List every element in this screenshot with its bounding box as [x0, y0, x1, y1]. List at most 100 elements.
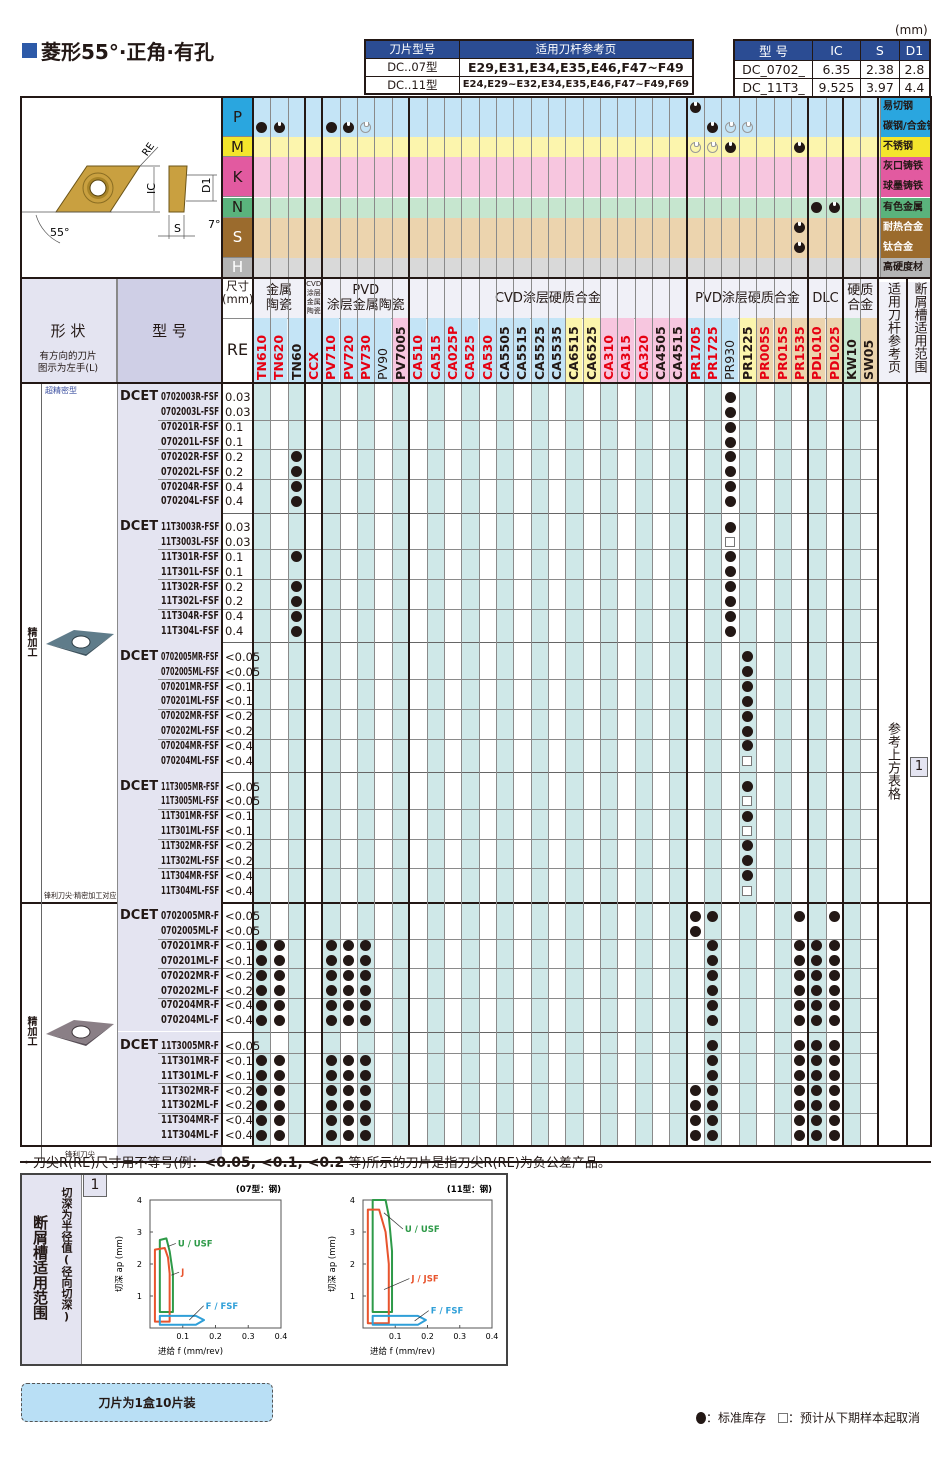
model-code[interactable]: 070204MR-F [161, 998, 220, 1012]
grade-pdl010[interactable]: PDL010 [808, 318, 826, 383]
model-code[interactable]: 11T304MR-FSF [161, 868, 219, 882]
grade-pr1725[interactable]: PR1725 [704, 318, 722, 383]
grade-ca6515[interactable]: CA6515 [565, 318, 583, 383]
model-code[interactable]: 11T301MR-FSF [161, 809, 219, 823]
grade-kw10[interactable]: KW10 [842, 318, 861, 383]
grade-pr930[interactable]: PR930 [721, 318, 739, 383]
model-code[interactable]: 11T301R-FSF [161, 549, 219, 563]
grade-pv90[interactable]: PV90 [374, 318, 392, 383]
model-code[interactable]: 11T304MR-F [161, 1113, 220, 1127]
model-code[interactable]: 11T3003R-FSF [161, 520, 220, 534]
grade-ca4515[interactable]: CA4515 [669, 318, 687, 383]
standard-stock-dot-icon [741, 740, 753, 752]
model-code[interactable]: 070204L-FSF [161, 494, 220, 508]
grade-pv720[interactable]: PV720 [339, 318, 358, 383]
grade-ca5525[interactable]: CA5525 [530, 318, 548, 383]
model-code[interactable]: 070202ML-FSF [161, 724, 220, 738]
grade-tn60[interactable]: TN60 [287, 318, 306, 383]
model-code[interactable]: 070202MR-F [161, 968, 220, 982]
grade-ca315[interactable]: CA315 [617, 318, 635, 383]
grade-ca5505[interactable]: CA5505 [495, 318, 514, 383]
grade-tn620[interactable]: TN620 [270, 318, 288, 383]
model-code[interactable]: 11T3005MR-F [161, 1038, 219, 1052]
grade-ca510[interactable]: CA510 [409, 318, 427, 383]
model-code[interactable]: 070204ML-F [161, 1013, 219, 1027]
model-code[interactable]: 11T302MR-F [161, 1083, 220, 1097]
standard-stock-dot-icon [342, 1129, 354, 1141]
model-code[interactable]: 11T301MR-F [161, 1053, 220, 1067]
model-code[interactable]: 11T304ML-F [161, 1128, 219, 1142]
grade-sw05[interactable]: SW05 [860, 318, 878, 383]
model-code[interactable]: 11T3005MR-FSF [161, 779, 220, 793]
model-code[interactable]: 11T301ML-F [161, 1068, 219, 1082]
model-code[interactable]: 070201MR-F [161, 938, 220, 952]
model-code[interactable]: 11T302MR-FSF [161, 838, 219, 852]
standard-stock-dot-icon [273, 1070, 285, 1082]
re-value: <0.05 [225, 664, 261, 679]
model-code[interactable]: 070201ML-FSF [161, 694, 220, 708]
model-code[interactable]: 070204MR-FSF [161, 738, 219, 752]
re-value: <0.05 [225, 1038, 261, 1053]
grade-ca530[interactable]: CA530 [478, 318, 496, 383]
model-code[interactable]: 070202L-FSF [161, 464, 220, 478]
grade-pv730[interactable]: PV730 [357, 318, 375, 383]
model-code[interactable]: 070204R-FSF [161, 479, 219, 493]
model-code[interactable]: 11T302ML-F [161, 1098, 219, 1112]
model-code[interactable]: 11T301L-FSF [161, 564, 220, 578]
grade-ca310[interactable]: CA310 [600, 318, 618, 383]
model-code[interactable]: 070202MR-FSF [161, 709, 219, 723]
grade-tn610[interactable]: TN610 [253, 318, 271, 383]
model-code[interactable]: 070204ML-FSF [161, 753, 220, 767]
grade-ca6525[interactable]: CA6525 [582, 318, 600, 383]
grade-pv710[interactable]: PV710 [322, 318, 340, 383]
column-divider [860, 97, 862, 1146]
title-text: 菱形55°·正角·有孔 [41, 40, 215, 64]
grade-ca525[interactable]: CA525 [461, 318, 479, 383]
grade-pr1705[interactable]: PR1705 [686, 318, 705, 383]
model-code[interactable]: 070202R-FSF [161, 449, 219, 463]
tolerance-note: ・刀尖R(RE)尺寸用不等号(例：<0.05, <0.1, <0.2 等)所示的… [20, 1152, 611, 1171]
grade-pr005s[interactable]: PR005S [756, 318, 774, 383]
model-code[interactable]: 11T3005ML-FSF [161, 794, 219, 808]
model-code[interactable]: 11T304R-FSF [161, 609, 219, 623]
model-code[interactable]: 11T302L-FSF [161, 594, 220, 608]
grade-ca515[interactable]: CA515 [426, 318, 444, 383]
model-code[interactable]: 0702005MR-F [161, 909, 220, 923]
grade-pdl025[interactable]: PDL025 [825, 318, 843, 383]
model-code[interactable]: 11T302R-FSF [161, 579, 219, 593]
grade-ca025p[interactable]: CA025P [443, 318, 462, 383]
holder-ref-text[interactable]: 参考上方表格 [885, 722, 900, 800]
model-code[interactable]: 11T3003L-FSF [161, 534, 219, 548]
model-code[interactable]: 070201ML-F [161, 953, 219, 967]
model-code[interactable]: 0702003R-FSF [161, 390, 219, 404]
grade-pv7005[interactable]: PV7005 [391, 318, 410, 383]
grade-ca320[interactable]: CA320 [634, 318, 653, 383]
model-code[interactable]: 0702005ML-F [161, 924, 219, 938]
model-code[interactable]: 11T304ML-FSF [161, 883, 220, 897]
suitability-open-icon [689, 141, 701, 153]
grade-ca5535[interactable]: CA5535 [547, 318, 566, 383]
grade-ca5515[interactable]: CA5515 [513, 318, 531, 383]
model-code[interactable]: 0702005MR-FSF [161, 649, 219, 663]
column-divider [685, 97, 688, 1146]
model-code[interactable]: 070202ML-F [161, 983, 219, 997]
model-code[interactable]: 0702005ML-FSF [161, 664, 220, 678]
standard-stock-dot-icon [724, 406, 736, 418]
standard-stock-dot-icon [811, 1114, 823, 1126]
model-code[interactable]: 0702003L-FSF [161, 405, 220, 419]
chip-range-ref-link[interactable]: 1 [910, 757, 928, 777]
model-code[interactable]: 11T304L-FSF [161, 624, 220, 638]
model-code[interactable]: 070201MR-FSF [161, 679, 219, 693]
grade-ca4505[interactable]: CA4505 [652, 318, 670, 383]
model-code[interactable]: 11T301ML-FSF [161, 824, 220, 838]
model-code[interactable]: 11T302ML-FSF [161, 853, 220, 867]
model-code[interactable]: 070201R-FSF [161, 420, 219, 434]
grade-pr1535[interactable]: PR1535 [790, 318, 809, 383]
grade-pr1225[interactable]: PR1225 [738, 318, 757, 383]
standard-stock-dot-icon [273, 1129, 285, 1141]
grade-pr015s[interactable]: PR015S [773, 318, 791, 383]
model-code[interactable]: 070201L-FSF [161, 435, 220, 448]
column-divider [391, 97, 393, 1146]
standard-stock-dot-icon [273, 1085, 285, 1096]
grade-ccx[interactable]: CCX [305, 318, 323, 383]
